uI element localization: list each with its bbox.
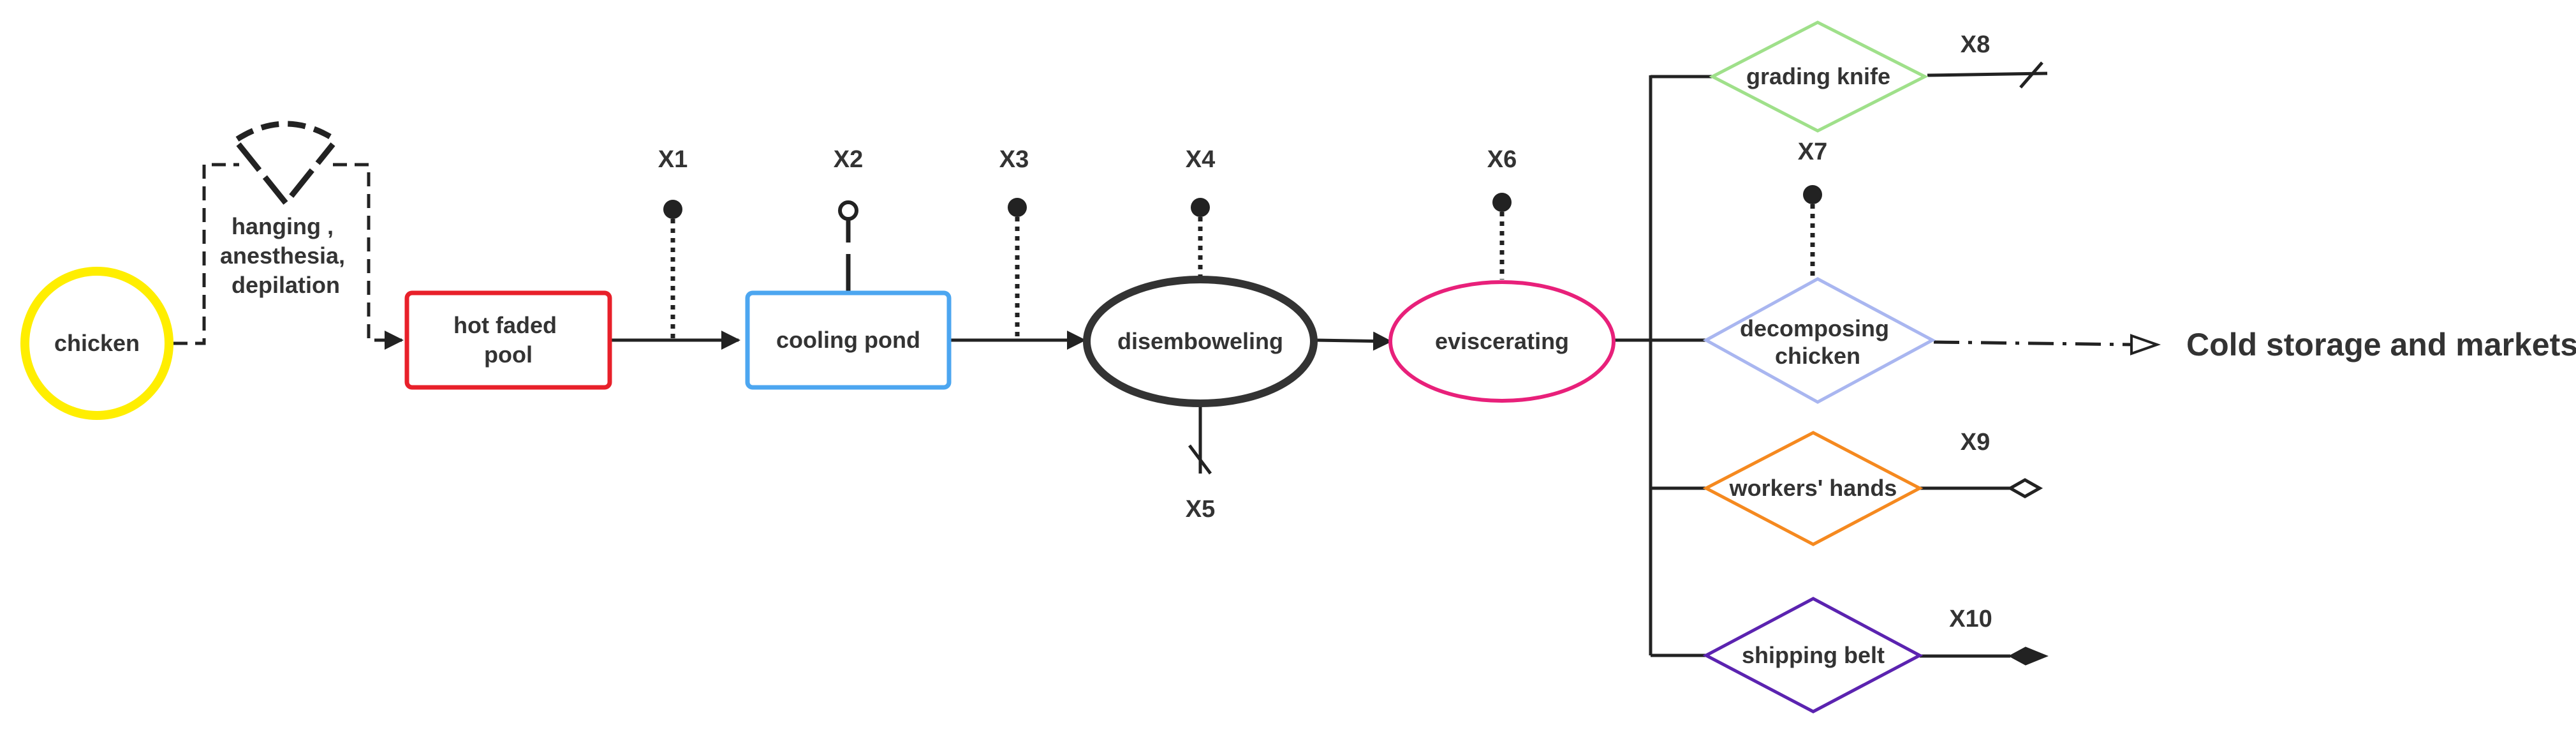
x9-open-diamond-icon bbox=[2006, 478, 2043, 498]
decomposing-chicken-label: decomposing chicken bbox=[1740, 315, 1895, 369]
x5-label: X5 bbox=[1186, 496, 1215, 523]
x8-label: X8 bbox=[1961, 31, 1990, 58]
x9-label: X9 bbox=[1961, 429, 1990, 456]
x6-dot-icon bbox=[1492, 193, 1512, 212]
shipping-belt-node bbox=[1702, 597, 1924, 713]
x1-label: X1 bbox=[658, 146, 688, 173]
x5-slash-mark bbox=[1188, 444, 1212, 475]
eviscerating-node bbox=[1388, 280, 1616, 403]
connector-output bbox=[1933, 340, 2136, 347]
hanging-v-icon bbox=[236, 142, 335, 208]
x2-label: X2 bbox=[834, 146, 863, 173]
chicken-node bbox=[20, 267, 173, 420]
output-label: Cold storage and markets bbox=[2186, 327, 2576, 362]
workers-hands-node bbox=[1702, 431, 1924, 546]
connector-chicken-hanging bbox=[173, 163, 239, 345]
hot-faded-pool-node bbox=[404, 290, 612, 390]
grading-knife-node bbox=[1709, 20, 1929, 133]
connector-disembowel-eviscerate bbox=[1314, 331, 1392, 351]
workers-hands-label: workers' hands bbox=[1729, 475, 1897, 501]
shipping-belt-label: shipping belt bbox=[1742, 642, 1885, 668]
grading-knife-label: grading knife bbox=[1746, 63, 1890, 89]
x1-dot-icon bbox=[663, 200, 682, 219]
cooling-pond-label: cooling pond bbox=[776, 327, 920, 353]
x8-slash-mark bbox=[2019, 61, 2043, 89]
x4-dot-icon bbox=[1191, 198, 1210, 217]
x6-label: X6 bbox=[1487, 146, 1517, 173]
x10-label: X10 bbox=[1949, 606, 1992, 632]
hanging-label: hanging , anesthesia, depilation bbox=[220, 213, 351, 298]
cooling-pond-node bbox=[745, 290, 952, 390]
disemboweling-node bbox=[1083, 276, 1318, 407]
x3-label: X3 bbox=[999, 146, 1029, 173]
chicken-label: chicken bbox=[54, 330, 140, 356]
x10-filled-diamond-icon bbox=[2008, 646, 2049, 666]
line-x8 bbox=[1927, 71, 2048, 77]
connector-hanging-pool bbox=[333, 163, 404, 350]
disemboweling-label: disemboweling bbox=[1117, 328, 1283, 354]
x7-dot-icon bbox=[1803, 185, 1822, 204]
x7-label: X7 bbox=[1798, 138, 1827, 165]
hot-faded-pool-label: hot faded pool bbox=[453, 312, 563, 368]
hanging-arc-icon bbox=[235, 121, 336, 142]
x4-label: X4 bbox=[1186, 146, 1215, 173]
x2-open-dot-icon bbox=[838, 200, 858, 221]
output-open-arrow-icon bbox=[2130, 334, 2161, 355]
x3-dot-icon bbox=[1008, 198, 1027, 217]
eviscerating-label: eviscerating bbox=[1435, 328, 1569, 354]
decomposing-chicken-node bbox=[1702, 277, 1936, 404]
